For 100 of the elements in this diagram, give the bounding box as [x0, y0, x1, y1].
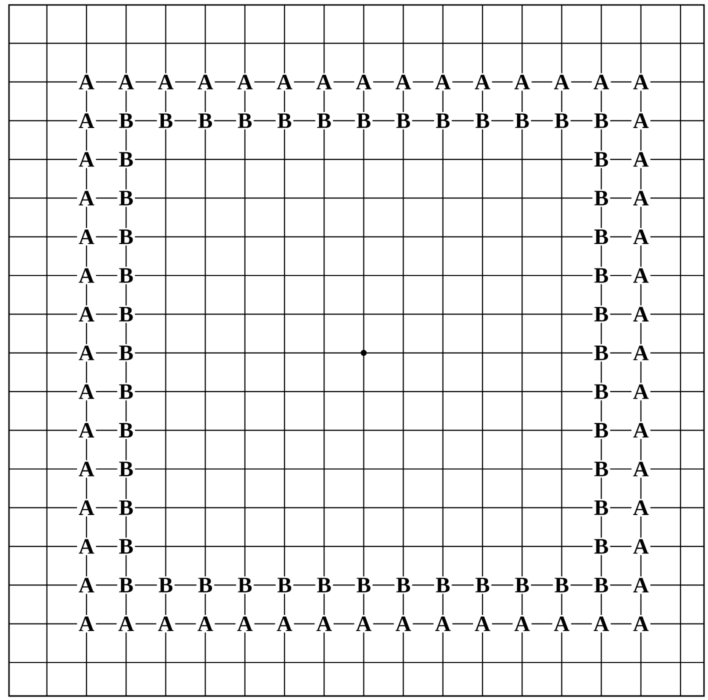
- grid-letter: A: [433, 615, 452, 633]
- grid-letter: A: [631, 189, 650, 207]
- grid-letter: A: [631, 73, 650, 91]
- grid-letter: B: [315, 112, 333, 130]
- grid-letter: A: [77, 422, 96, 440]
- grid-letter: B: [394, 576, 412, 594]
- grid-letter: A: [552, 615, 572, 633]
- grid-letter: A: [77, 382, 96, 400]
- grid-letter: A: [77, 498, 96, 516]
- grid-letter: B: [315, 576, 333, 594]
- grid-letter: B: [117, 112, 135, 130]
- grid-letter: A: [235, 73, 254, 91]
- grid-letter: A: [592, 73, 611, 91]
- grid-letter: A: [77, 615, 96, 633]
- grid-letter: A: [394, 73, 413, 91]
- grid-letter: B: [117, 460, 135, 478]
- grid-letter: A: [631, 615, 650, 633]
- grid-letter: A: [631, 112, 650, 130]
- grid-letter: B: [117, 228, 135, 246]
- grid-letter: B: [394, 112, 412, 130]
- grid-letter: B: [592, 305, 610, 323]
- grid-letter: A: [275, 615, 294, 633]
- grid-letter: B: [276, 576, 294, 594]
- grid-letter: A: [77, 305, 96, 323]
- grid-letter: A: [77, 189, 96, 207]
- grid-letter: A: [631, 266, 650, 284]
- grid-letter: B: [117, 576, 135, 594]
- grid-letter: A: [235, 615, 254, 633]
- grid-letter: B: [196, 112, 214, 130]
- grid-letter: B: [117, 382, 135, 400]
- grid-letter: B: [592, 576, 610, 594]
- grid-letter: A: [77, 266, 96, 284]
- grid-letter: A: [275, 73, 294, 91]
- grid-letter: B: [592, 382, 610, 400]
- grid-letter: A: [77, 150, 96, 168]
- grid-letter: B: [117, 344, 135, 362]
- grid-letter: B: [354, 576, 373, 594]
- grid-letter: A: [77, 228, 96, 246]
- grid-letter: A: [77, 73, 96, 91]
- grid-letter: A: [512, 615, 532, 633]
- grid-letter: A: [512, 73, 532, 91]
- grid-letter: A: [354, 615, 374, 633]
- grid-letter: A: [631, 344, 650, 362]
- grid-letter: A: [314, 615, 334, 633]
- grid-letter: B: [117, 266, 135, 284]
- grid-letter: B: [196, 576, 214, 594]
- grid-letter: B: [434, 576, 452, 594]
- grid-letter: A: [77, 112, 96, 130]
- grid-letter: A: [77, 460, 96, 478]
- grid-letter: A: [631, 305, 650, 323]
- grid-letter: B: [276, 112, 294, 130]
- grid-letter: B: [117, 189, 135, 207]
- grid-letter: A: [631, 150, 650, 168]
- grid-letter: A: [354, 73, 374, 91]
- grid-letter: B: [117, 538, 135, 556]
- grid-letter: B: [354, 112, 373, 130]
- grid-letter: A: [433, 73, 452, 91]
- grid-letter: B: [156, 112, 175, 130]
- grid-letter: A: [77, 344, 96, 362]
- grid-letter: B: [434, 112, 452, 130]
- grid-letter: A: [394, 615, 413, 633]
- grid-letter: A: [631, 382, 650, 400]
- grid-letter: B: [552, 112, 571, 130]
- grid-letter: B: [592, 422, 610, 440]
- grid-letter: A: [156, 73, 176, 91]
- grid-letter: B: [236, 576, 254, 594]
- grid-letter: A: [116, 73, 136, 91]
- grid-letter: B: [592, 266, 610, 284]
- grid-letter: B: [592, 189, 610, 207]
- grid-letter: A: [631, 228, 650, 246]
- grid-letter: A: [592, 615, 611, 633]
- grid-letter: B: [474, 576, 492, 594]
- grid-letter: B: [513, 112, 531, 130]
- grid-letter: B: [592, 538, 610, 556]
- grid-letter: B: [592, 112, 610, 130]
- grid-letter: B: [552, 576, 571, 594]
- grid-letter: A: [473, 615, 492, 633]
- grid-letter: A: [156, 615, 176, 633]
- grid-letter: A: [77, 576, 96, 594]
- grid-letter: B: [592, 344, 610, 362]
- grid-letter: A: [631, 460, 650, 478]
- grid-letter: A: [631, 422, 650, 440]
- grid-letter: A: [314, 73, 334, 91]
- grid-letter: A: [552, 73, 572, 91]
- grid-letter: A: [631, 538, 650, 556]
- grid-letter: A: [631, 576, 650, 594]
- grid-letter: B: [592, 460, 610, 478]
- grid-letter: B: [592, 150, 610, 168]
- grid-letter: B: [156, 576, 175, 594]
- grid-letter: B: [592, 228, 610, 246]
- grid-letter: B: [117, 305, 135, 323]
- grid-letter: B: [513, 576, 531, 594]
- grid-letter: A: [473, 73, 492, 91]
- grid-letter: A: [196, 615, 215, 633]
- grid-letter: A: [77, 538, 96, 556]
- grid-letter: B: [117, 422, 135, 440]
- grid-letter: A: [116, 615, 136, 633]
- grid-letter: B: [474, 112, 492, 130]
- grid-letter: B: [117, 498, 135, 516]
- grid-letter: A: [631, 498, 650, 516]
